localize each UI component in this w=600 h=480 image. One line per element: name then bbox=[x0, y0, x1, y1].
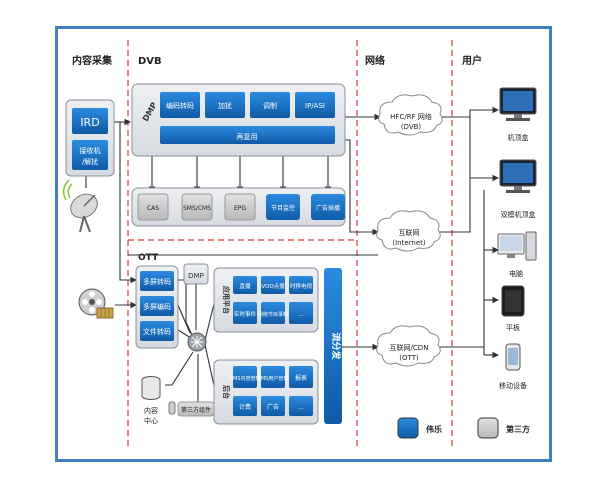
app-cell: … bbox=[298, 311, 304, 318]
dvb-dmp-panel: DMP 编码转码 加扰 调制 IP/ASI 再复用 bbox=[131, 83, 346, 157]
dvb-module-label: 加扰 bbox=[218, 101, 232, 110]
cloud-internet: 互联网 (Internet) bbox=[376, 210, 441, 252]
transcoder-label: 多屏编码 bbox=[143, 302, 171, 311]
cdn-label-2: (OTT) bbox=[399, 354, 419, 362]
backend-cell: 计费 bbox=[239, 403, 251, 411]
hfc-label-2: (DVB) bbox=[401, 123, 422, 131]
header-ott: OTT bbox=[138, 253, 159, 263]
service-program-monitor: 节目监控 bbox=[271, 204, 295, 212]
tablet-icon bbox=[501, 285, 525, 317]
backend-cell: CMS内容管理 bbox=[230, 375, 261, 382]
backend-cell: 报表 bbox=[295, 374, 307, 382]
backend-cell: SMS用户管理 bbox=[258, 375, 289, 382]
hfc-label-1: HFC/RF 网络 bbox=[390, 112, 432, 121]
film-reel-icon bbox=[78, 288, 114, 319]
receiver-label-1: 接收机 bbox=[80, 146, 101, 155]
connectors bbox=[82, 106, 500, 411]
dual-stb-monitor-icon bbox=[499, 159, 537, 193]
database-icon bbox=[141, 376, 161, 400]
dvb-module-label: 调制 bbox=[263, 101, 277, 110]
app-cell: VOD点播 bbox=[261, 282, 285, 290]
content-center-label: 中心 bbox=[144, 416, 158, 425]
streaming-label: 流分发 bbox=[330, 332, 342, 360]
header-user: 用户 bbox=[461, 54, 482, 67]
device-label-tablet: 平板 bbox=[506, 323, 520, 332]
legend: 伟乐 第三方 bbox=[397, 417, 530, 439]
ott-dmp-label: DMP bbox=[188, 272, 204, 280]
device-label-dual-stb: 双模机顶盒 bbox=[501, 210, 536, 219]
legend-vendor-label: 伟乐 bbox=[426, 424, 442, 434]
content-center-label: 内容 bbox=[144, 406, 158, 415]
header-dvb: DVB bbox=[138, 56, 162, 67]
legend-third-party-label: 第三方 bbox=[506, 424, 530, 434]
device-label-stb: 机顶盒 bbox=[508, 133, 529, 142]
transcoder-label: 文件转码 bbox=[143, 327, 171, 336]
cloud-cdn: 互联网/CDN (OTT) bbox=[376, 325, 441, 367]
service-cas: CAS bbox=[147, 205, 159, 212]
app-cell: 时移电视 bbox=[290, 282, 313, 290]
third-party-label: 第三方组件 bbox=[181, 406, 211, 414]
ird-panel: IRD 接收机 /解扰 bbox=[65, 99, 115, 177]
dvb-multiplex-label: 再复用 bbox=[237, 132, 258, 141]
cloud-hfc: HFC/RF 网络 (DVB) bbox=[378, 94, 443, 136]
internet-label-1: 互联网 bbox=[399, 228, 420, 237]
app-platform-panel: 应用平台 直播 VOD点播 时移电视 实时事件 网络节目录制 … bbox=[213, 267, 319, 333]
app-cell: 实时事件 bbox=[234, 310, 257, 318]
receiver-label-2: /解扰 bbox=[82, 157, 98, 166]
ird-label: IRD bbox=[80, 116, 99, 129]
router-icon bbox=[187, 332, 207, 352]
transcoder-label: 多屏转码 bbox=[143, 277, 171, 286]
stb-monitor-icon bbox=[499, 87, 537, 121]
internet-label-2: (Internet) bbox=[392, 239, 426, 247]
service-sms-cms: SMS/CMS bbox=[183, 205, 211, 212]
section-dividers bbox=[127, 40, 453, 450]
ott-transcoder-panel: 多屏转码 多屏编码 文件转码 bbox=[135, 265, 179, 349]
dvb-module-label: 编码转码 bbox=[166, 101, 194, 110]
ott-dmp-box: DMP bbox=[183, 263, 209, 285]
cdn-label-1: 互联网/CDN bbox=[390, 343, 429, 352]
service-ad-insert: 广告插播 bbox=[316, 204, 340, 212]
mobile-phone-icon bbox=[505, 343, 521, 371]
third-party-component: 第三方组件 bbox=[168, 401, 215, 417]
device-label-mobile: 移动设备 bbox=[499, 381, 527, 390]
backend-cell: 广告 bbox=[267, 403, 279, 411]
backend-panel: 后台 CMS内容管理 SMS用户管理 报表 计费 广告 … bbox=[213, 359, 319, 425]
device-label-pc: 电脑 bbox=[509, 269, 523, 278]
streaming-distribution: 流分发 bbox=[324, 268, 342, 424]
app-cell: 直播 bbox=[239, 282, 251, 290]
service-epg: EPG bbox=[234, 205, 246, 212]
pc-icon bbox=[497, 231, 537, 261]
header-content-collection: 内容采集 bbox=[72, 54, 113, 67]
header-network: 网络 bbox=[365, 54, 385, 67]
satellite-dish-icon bbox=[62, 179, 98, 233]
app-cell: 网络节目录制 bbox=[258, 311, 288, 318]
app-platform-label: 应用平台 bbox=[222, 286, 231, 314]
backend-label: 后台 bbox=[222, 385, 231, 399]
dvb-services-panel: CAS SMS/CMS EPG 节目监控 广告插播 bbox=[131, 187, 346, 227]
dvb-module-label: IP/ASI bbox=[305, 102, 325, 110]
backend-cell: … bbox=[298, 404, 304, 411]
